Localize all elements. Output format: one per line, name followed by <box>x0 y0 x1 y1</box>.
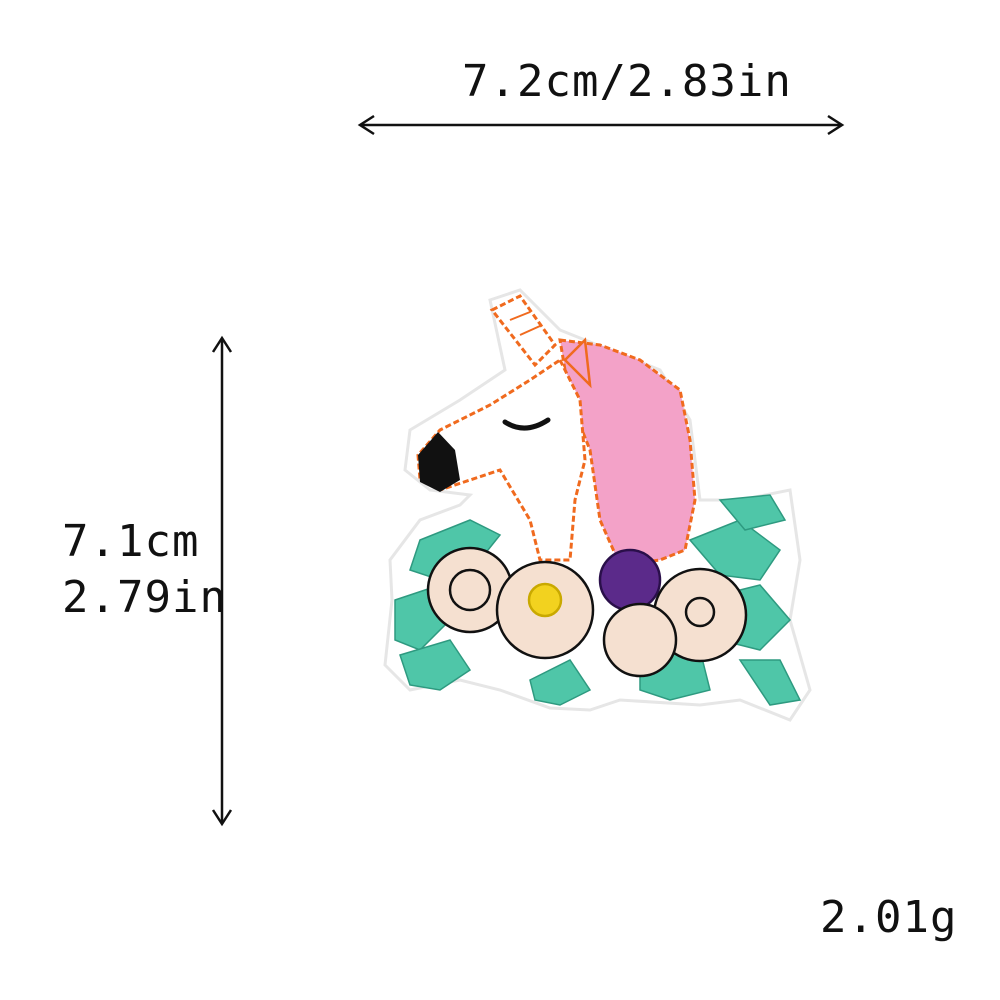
unicorn-nose <box>418 432 460 492</box>
height-arrow-icon <box>211 335 233 827</box>
unicorn-horn <box>489 294 557 368</box>
weight-label: 2.01g <box>820 892 958 943</box>
width-arrow-icon <box>357 114 845 136</box>
unicorn-eye <box>502 417 551 431</box>
width-label: 7.2cm/2.83in <box>462 56 792 107</box>
height-in-label: 2.79in <box>62 572 227 623</box>
unicorn-mane <box>558 338 697 567</box>
height-cm-label: 7.1cm <box>62 516 200 567</box>
flowers <box>426 546 748 678</box>
unicorn-head <box>416 357 587 562</box>
